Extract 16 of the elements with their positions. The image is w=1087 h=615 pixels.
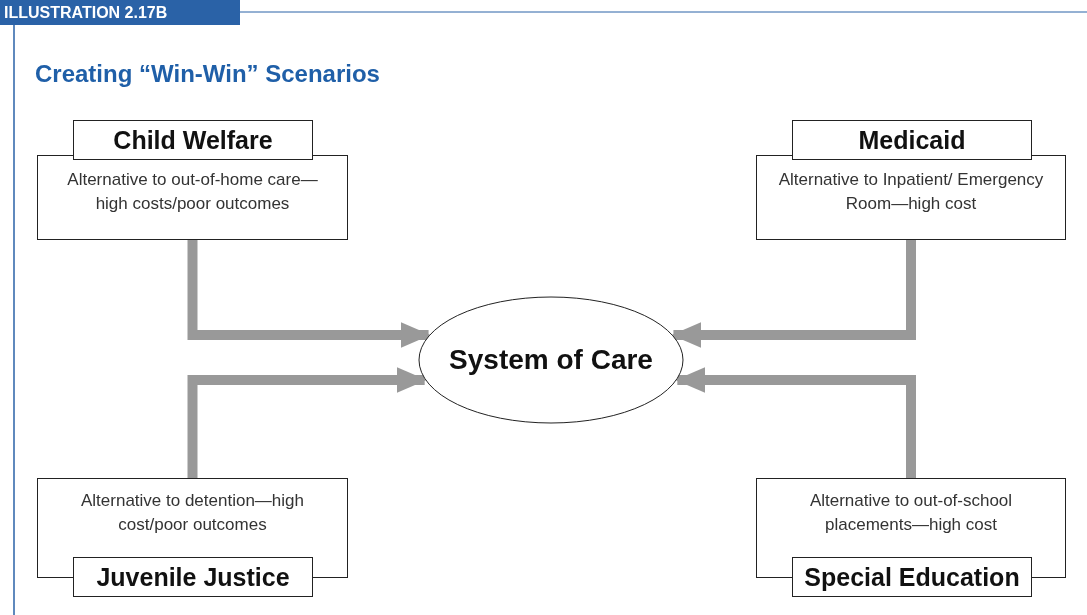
heading-label: Juvenile Justice [73,557,313,597]
heading-label: Child Welfare [73,120,313,160]
heading-label: Special Education [792,557,1032,597]
heading-label: Medicaid [792,120,1032,160]
ellipse-node [418,296,684,424]
arrow [187,240,431,348]
illustration-tab: ILLUSTRATION 2.17B [0,0,240,25]
description-text: Alternative to Inpatient/ Emergency Room—high cost [777,169,1045,215]
arrow [187,367,427,478]
arrow [671,240,916,348]
diagram-title: Creating “Win-Win” Scenarios [35,60,380,88]
node-label: System of Care [449,344,653,376]
description-text: Alternative to out-of-school placements—high cost [808,490,1014,536]
arrow [675,367,916,478]
description-text: Alternative to out-of-home care—high costs/poor outcomes [66,169,319,215]
description-text: Alternative to detention—high cost/poor outcomes [79,490,305,536]
